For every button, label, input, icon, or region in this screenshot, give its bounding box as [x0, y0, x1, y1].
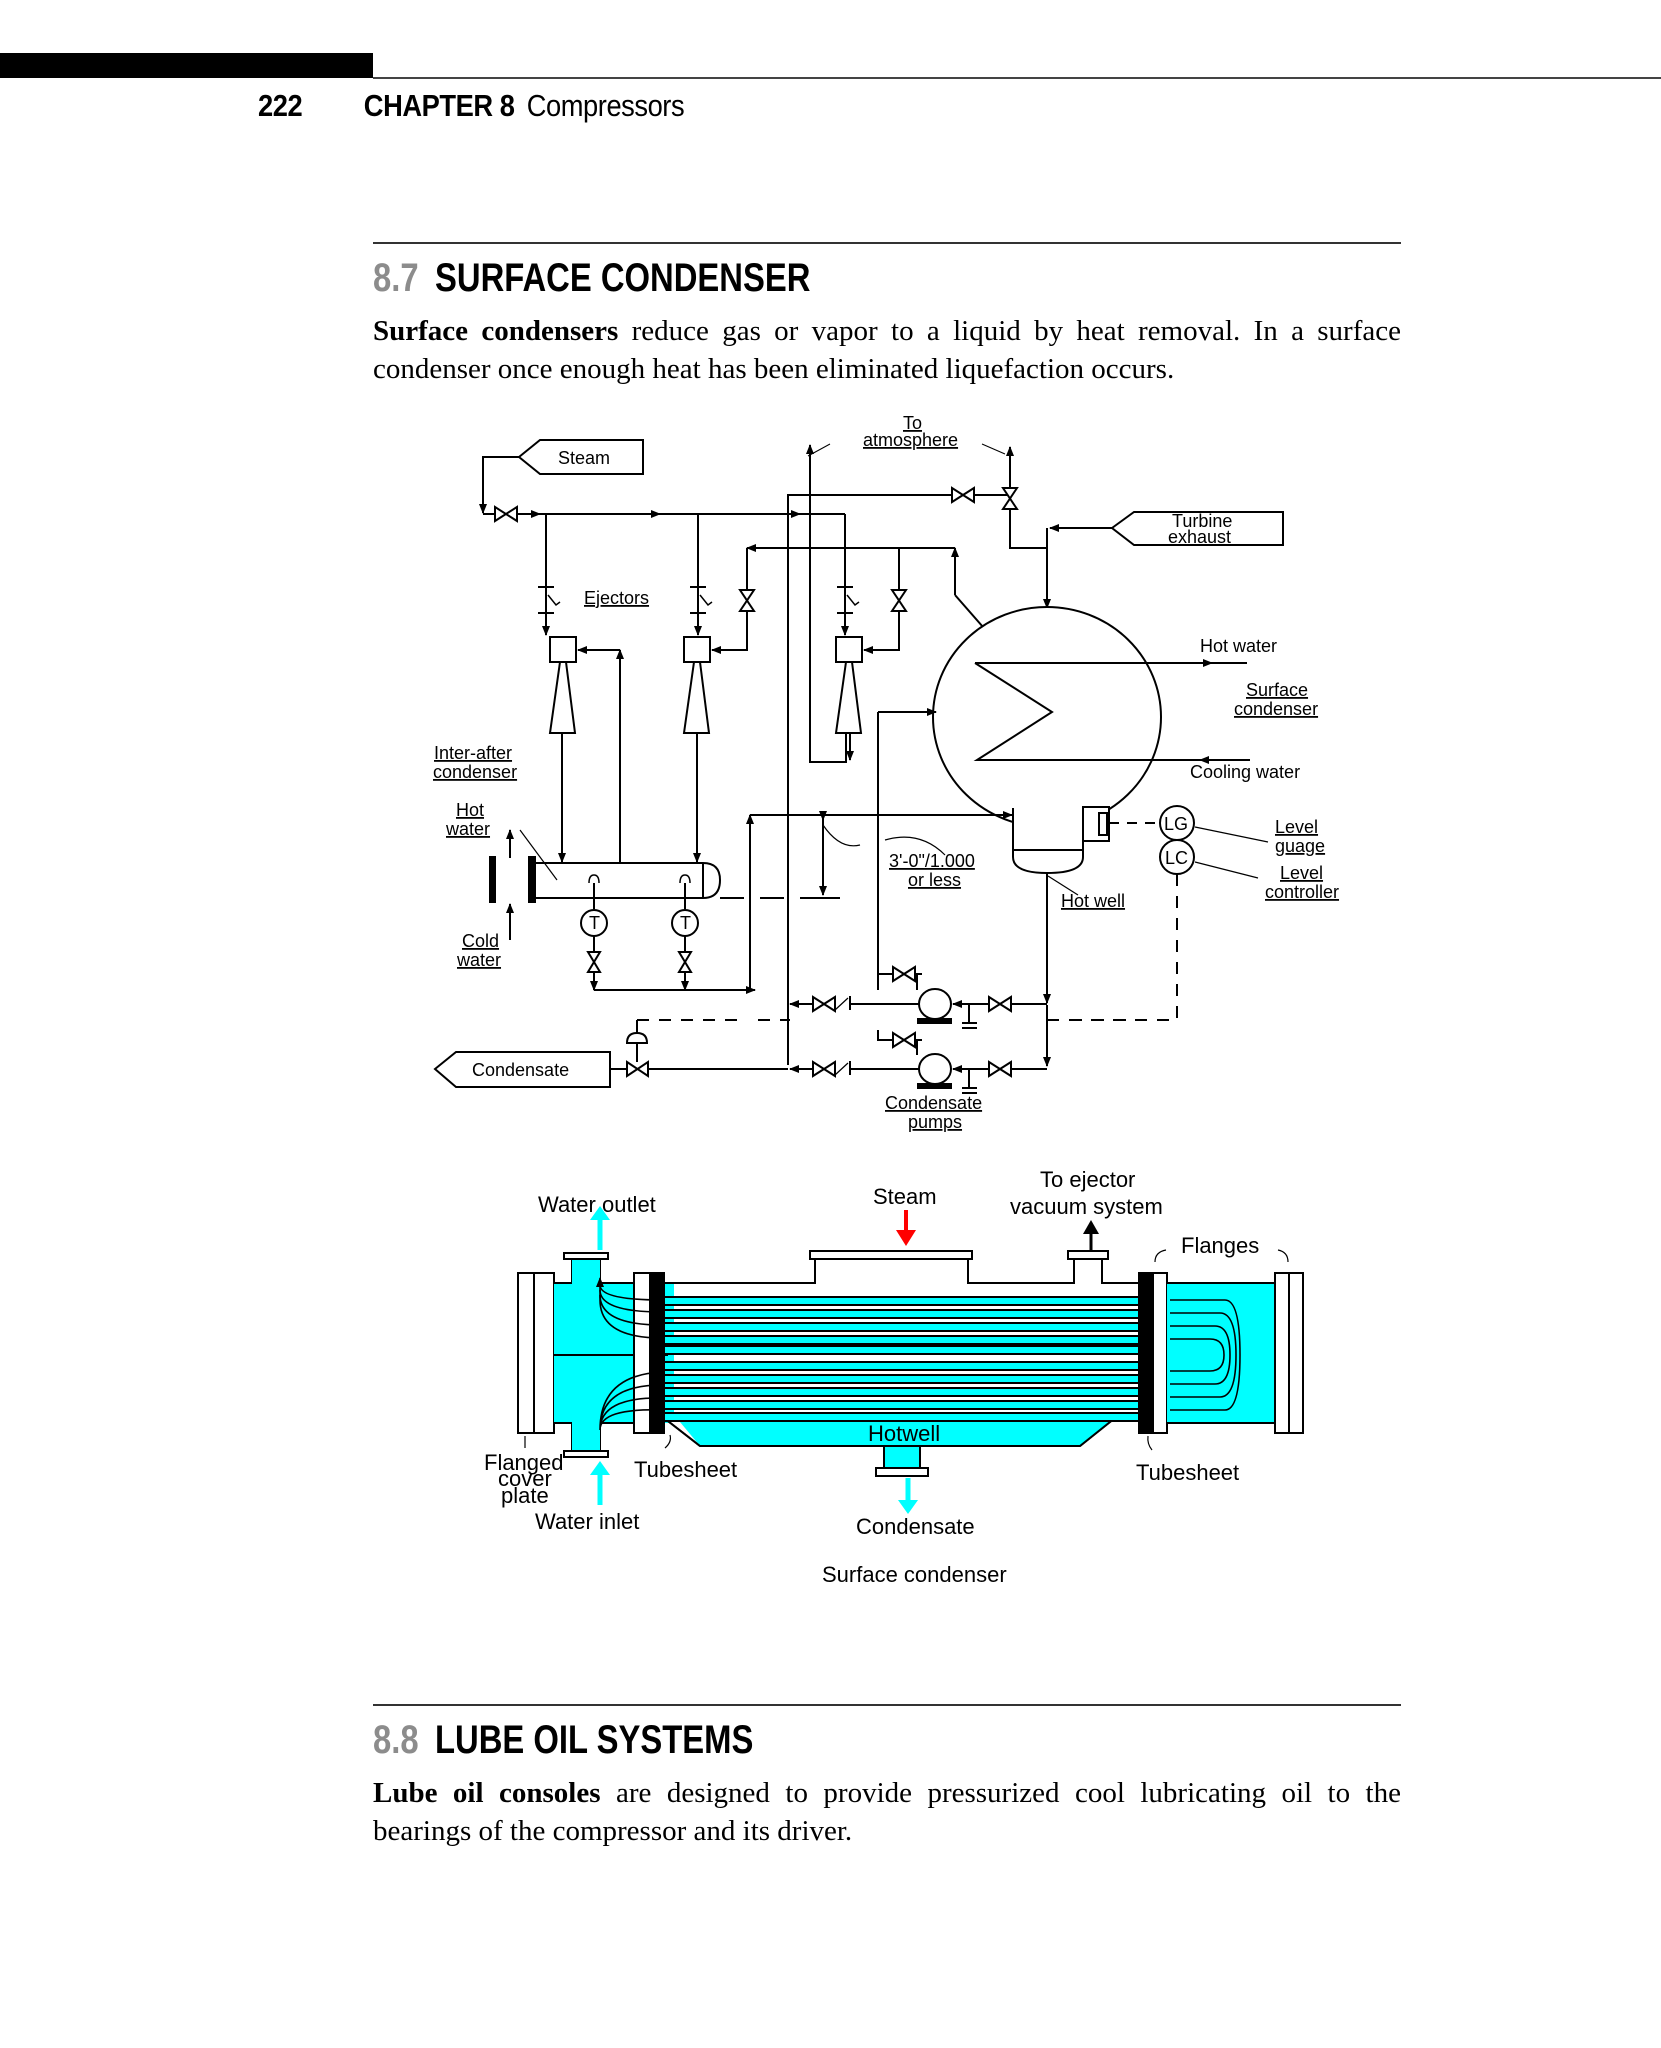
inter-after-condenser [532, 862, 722, 899]
label-surface-condenser: Surface [1246, 680, 1308, 700]
label-water-inlet: Water inlet [535, 1509, 639, 1534]
section-title: SURFACE CONDENSER [434, 256, 811, 300]
label-steam: Steam [558, 448, 610, 468]
label-turbine-exhaust: exhaust [1168, 527, 1231, 547]
cutaway-labels: Water outlet Steam To ejector vacuum sys… [484, 1167, 1259, 1587]
section-number: 8.8 [373, 1718, 419, 1762]
label-to-ejector: To ejector [1040, 1167, 1135, 1192]
section-title: LUBE OIL SYSTEMS [434, 1718, 754, 1762]
label-hot-water: Hot water [1200, 636, 1277, 656]
valve-icon [1001, 487, 1019, 510]
label-t: T [589, 913, 600, 933]
label-flanged-cover-plate: plate [501, 1483, 549, 1508]
term: Lube oil consoles [373, 1777, 601, 1809]
paragraph-text: reduce gas or vapor to a liquid by heat … [373, 315, 1401, 385]
label-flanges: Flanges [1181, 1233, 1259, 1258]
label-cold-water: Cold [462, 931, 499, 951]
label-steam: Steam [873, 1184, 937, 1209]
cutaway-diagram [517, 1206, 1304, 1514]
header-bar [0, 53, 373, 78]
label-level-controller: controller [1265, 882, 1339, 902]
label-turbine-exhaust: Turbine [1172, 511, 1232, 531]
section-paragraph: Lube oil consoles are designed to provid… [373, 1774, 1401, 1850]
section-heading: 8.8 LUBE OIL SYSTEMS [373, 1718, 753, 1763]
label-cold-water: water [456, 950, 501, 970]
label-water-outlet: Water outlet [538, 1192, 656, 1217]
label-cooling-water: Cooling water [1190, 762, 1300, 782]
valve-icon [738, 589, 756, 612]
section-number: 8.7 [373, 256, 419, 300]
valve-icon [890, 589, 908, 612]
ejector-box [549, 636, 577, 663]
label-flanged-cover-plate: Flanged [484, 1450, 564, 1475]
label-hot-water-left: Hot [456, 800, 484, 820]
ejector-box [835, 636, 863, 663]
label-flanged-cover-plate: cover [498, 1466, 552, 1491]
surface-condenser-shell [932, 606, 1162, 828]
label-condensate-pumps: pumps [908, 1112, 962, 1132]
ejector-box [683, 636, 711, 663]
label-to-atmosphere: atmosphere [863, 430, 958, 450]
label-surface-condenser: condenser [1234, 699, 1318, 719]
label-lg: LG [1164, 814, 1188, 834]
valve-icon [494, 505, 518, 523]
label-tubesheet-right: Tubesheet [1136, 1460, 1239, 1485]
label-ejectors: Ejectors [584, 588, 649, 608]
term: Surface condensers [373, 315, 619, 347]
condensate-pump-icon [918, 1053, 952, 1085]
label-to-ejector: vacuum system [1010, 1194, 1163, 1219]
valve-icon [812, 1060, 836, 1078]
valve-icon [677, 951, 693, 973]
figure-caption: Surface condenser [822, 1562, 1007, 1587]
valve-icon [892, 1031, 916, 1049]
running-head: 222 CHAPTER 8 Compressors [258, 88, 685, 124]
label-condensate-pumps: Condensate [885, 1093, 982, 1113]
valve-icon [586, 951, 602, 973]
label-level-guage: guage [1275, 836, 1325, 856]
valve-icon [812, 995, 836, 1013]
label-inter-after: condenser [433, 762, 517, 782]
label-level-controller: Level [1280, 863, 1323, 883]
valve-icon [988, 995, 1012, 1013]
valve-icon [892, 965, 916, 983]
section-heading: 8.7 SURFACE CONDENSER [373, 256, 810, 301]
label-tubesheet-left: Tubesheet [634, 1457, 737, 1482]
paragraph-text: are designed to provide pressurized cool… [373, 1777, 1401, 1847]
condenser-tubes [663, 1296, 1146, 1422]
label-level-guage: Level [1275, 817, 1318, 837]
page-number: 222 [258, 88, 303, 123]
label-hotwell: Hotwell [868, 1421, 940, 1446]
turbine-exhaust-tag [1110, 511, 1284, 546]
label-dimension: 3'-0"/1.000 [889, 851, 975, 871]
label-lc: LC [1165, 848, 1188, 868]
chapter-title: Compressors [526, 88, 685, 123]
label-hot-water-left: water [445, 819, 490, 839]
label-hot-well: Hot well [1061, 891, 1125, 911]
condensate-pump-icon [918, 988, 952, 1020]
schematic-labels: Steam To atmosphere Turbine exhaust Ejec… [433, 413, 1339, 1132]
label-dimension: or less [908, 870, 961, 890]
section-paragraph: Surface condensers reduce gas or vapor t… [373, 312, 1401, 388]
label-t: T [680, 913, 691, 933]
label-condensate: Condensate [472, 1060, 569, 1080]
label-condensate: Condensate [856, 1514, 975, 1539]
valve-icon [626, 1060, 649, 1078]
valve-icon [988, 1060, 1012, 1078]
section-rule [373, 242, 1401, 244]
steam-tag [517, 439, 644, 475]
section-rule [373, 1704, 1401, 1706]
header-rule [373, 77, 1661, 79]
chapter-label: CHAPTER 8 [363, 88, 515, 123]
valve-icon [951, 486, 975, 504]
label-inter-after: Inter-after [434, 743, 512, 763]
schematic-diagram [433, 439, 1284, 1094]
label-to-atmosphere: To [903, 413, 922, 433]
